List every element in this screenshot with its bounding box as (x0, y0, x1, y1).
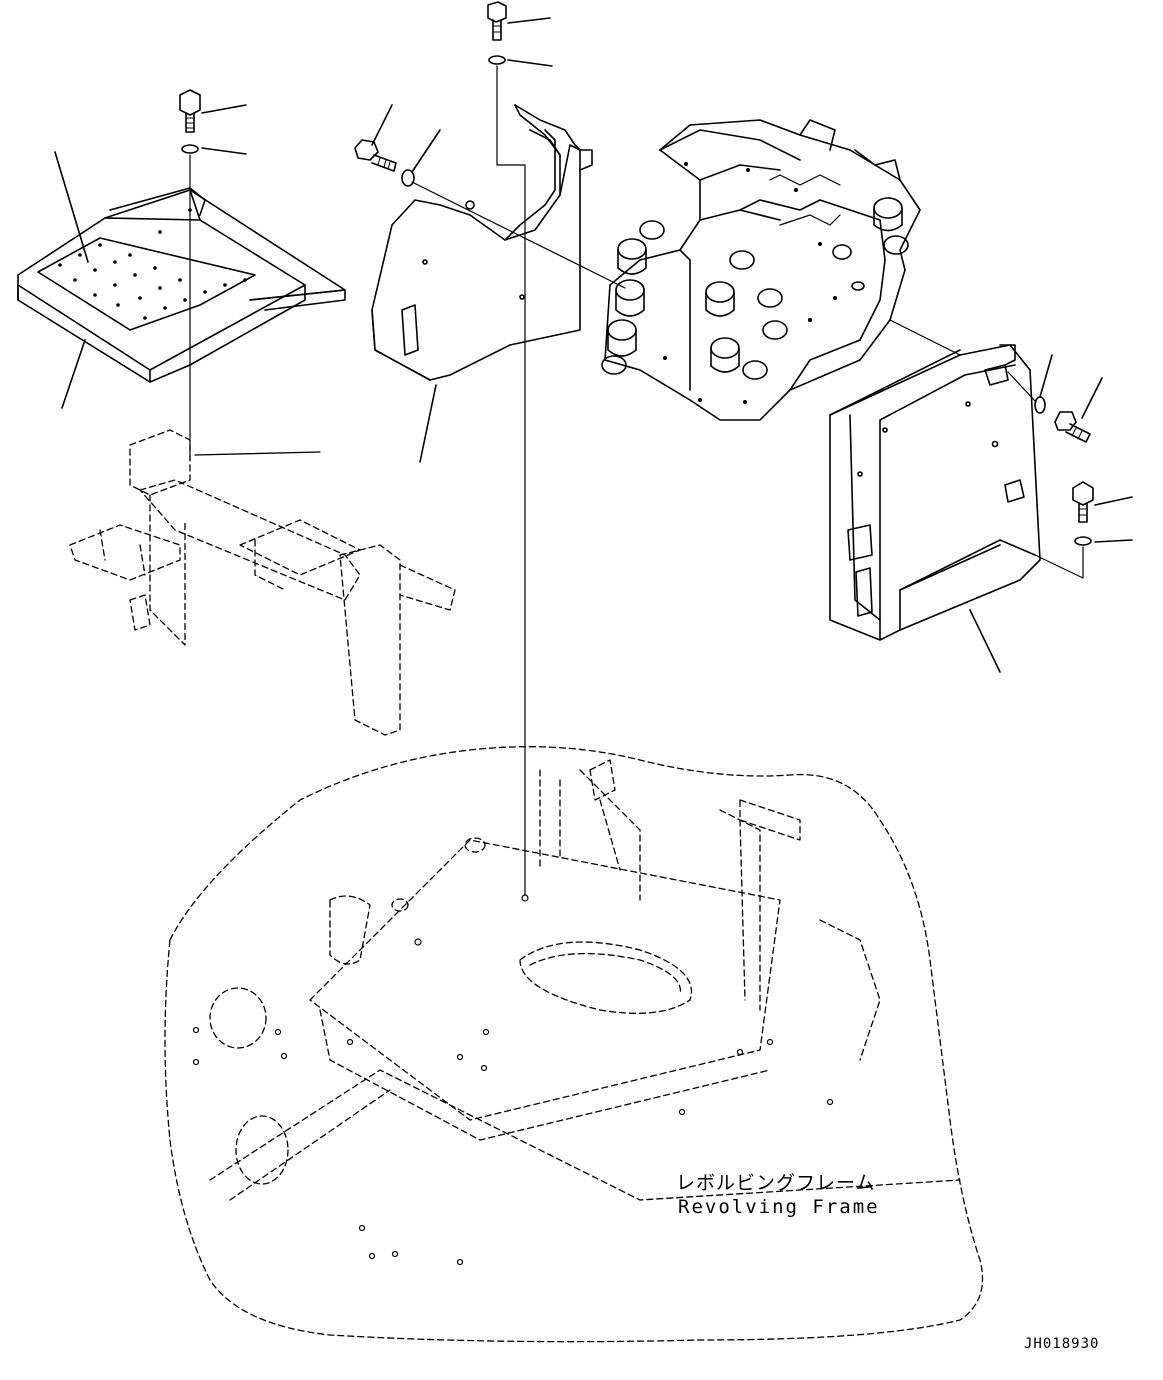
step-plate (17, 187, 346, 383)
valve-spools (601, 197, 909, 380)
hex-bolt-icon (179, 89, 201, 133)
hex-bolt-icon (487, 1, 507, 41)
revolving-frame-label-en: Revolving Frame (678, 1196, 880, 1218)
leader-line (507, 17, 551, 24)
leader-line (371, 104, 393, 146)
step-plate-holes (58, 208, 247, 320)
leader-line (1094, 496, 1133, 506)
revolving-frame-label-jp: レボルビングフレーム (676, 1172, 876, 1194)
hex-bolt-icon (1072, 481, 1094, 523)
leader-line (1039, 354, 1053, 398)
revolving-frame (164, 746, 984, 1343)
washer-icon (1074, 536, 1092, 546)
alignment-line (1007, 371, 1037, 403)
leader-line (411, 129, 441, 173)
alignment-line (496, 65, 526, 896)
control-valve-cover (371, 104, 593, 381)
step-support-bracket (69, 429, 456, 736)
washer-icon (401, 169, 415, 187)
leader-line (201, 104, 247, 114)
washer-icon (488, 55, 506, 65)
leader-line (419, 384, 437, 463)
hex-bolt-icon (354, 139, 397, 172)
washer-icon (181, 144, 199, 154)
leader-line (54, 151, 89, 263)
drawing-code: JH018930 (1024, 1336, 1100, 1352)
leader-line (1094, 539, 1133, 543)
frame-holes (192, 894, 834, 1266)
leader-line (507, 59, 553, 67)
leader-line (1081, 377, 1103, 419)
alignment-line (411, 181, 626, 289)
washer-icon (1034, 396, 1046, 414)
valve-bracket (829, 344, 1041, 641)
leader-line (201, 147, 247, 155)
leader-line (61, 339, 86, 409)
hex-bolt-icon (1054, 411, 1091, 443)
main-control-valve (601, 119, 921, 421)
leader-line (194, 451, 321, 456)
valve-ports (663, 162, 837, 404)
alignment-line (1034, 546, 1084, 579)
leader-line (969, 609, 1001, 673)
alignment-line (889, 319, 961, 356)
